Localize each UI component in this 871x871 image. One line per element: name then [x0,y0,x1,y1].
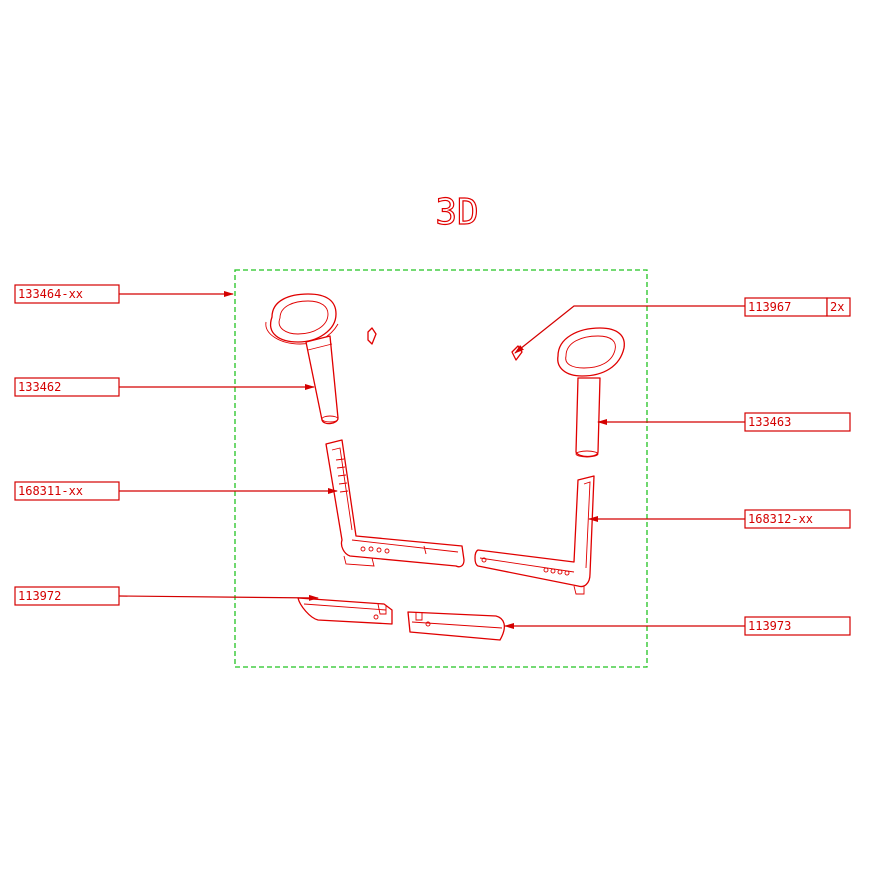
right-column [575,377,601,458]
left-cover [297,597,393,625]
label-168311: 168311-xx [18,484,83,498]
label-133463: 133463 [748,415,791,429]
diagram-title: 3D [435,192,478,233]
callout-113967: 113967 2x [514,297,851,354]
left-column [305,335,339,425]
label-133464: 133464-xx [18,287,83,301]
callout-168312: 168312-xx [588,509,851,529]
label-113967-qty: 2x [830,300,844,314]
callout-168311: 168311-xx [14,481,338,501]
callout-133463: 133463 [597,412,851,432]
right-cover [407,611,506,641]
callout-133464: 133464-xx [14,284,234,304]
label-133462: 133462 [18,380,61,394]
callout-113972: 113972 [14,586,319,606]
callout-133462: 133462 [14,377,315,397]
left-clip [367,327,377,345]
label-168312: 168312-xx [748,512,813,526]
left-armpad [265,293,339,345]
left-arm-support [325,439,465,568]
label-113967: 113967 [748,300,791,314]
label-113972: 113972 [18,589,61,603]
assembly-frame [234,269,648,668]
right-arm-support [474,475,595,595]
right-armpad [557,327,625,377]
label-113973: 113973 [748,619,791,633]
callout-113973: 113973 [504,616,851,636]
